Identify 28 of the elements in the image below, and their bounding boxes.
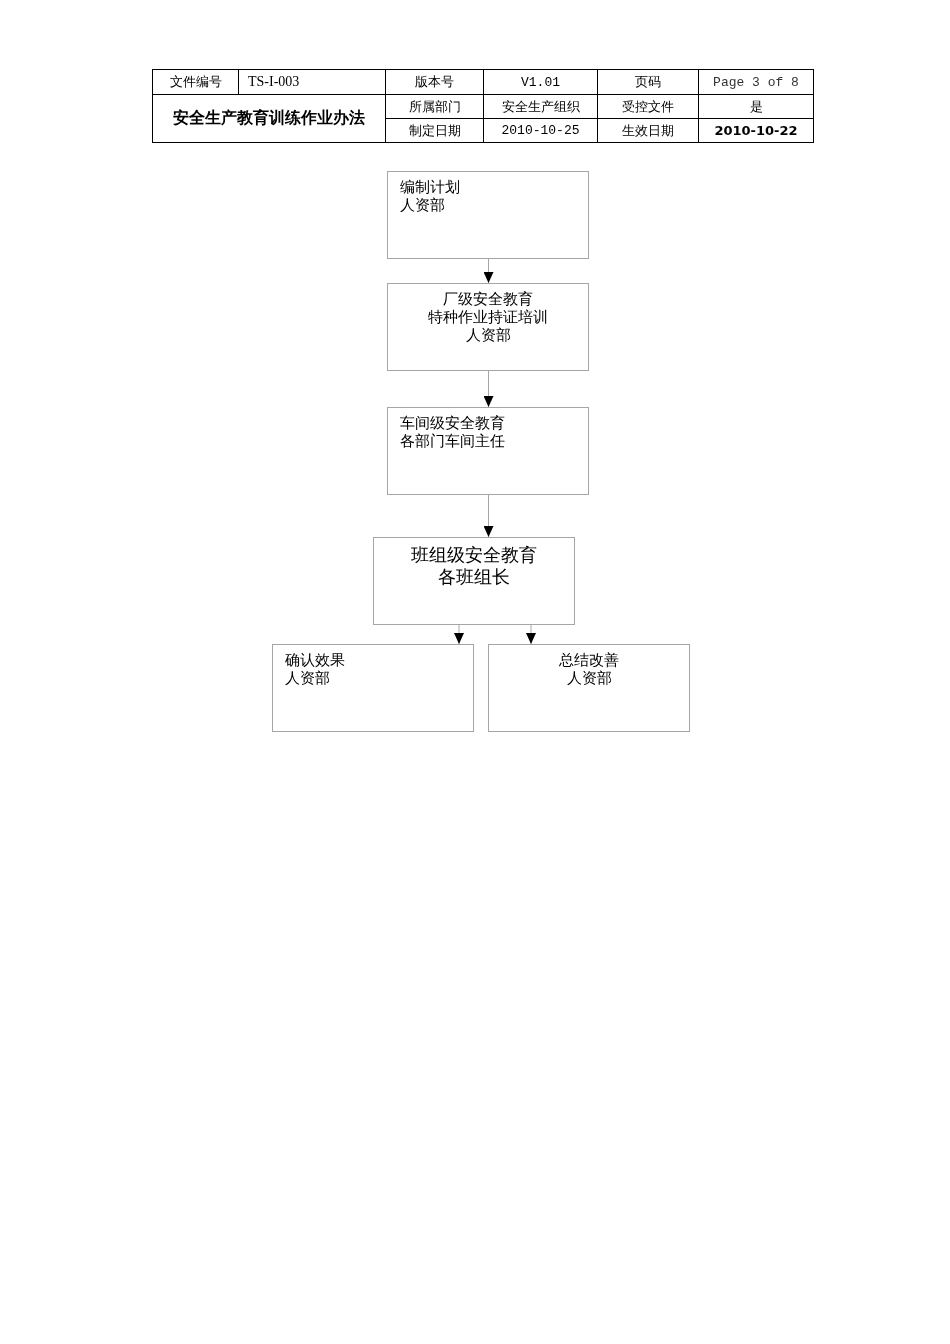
process-box xyxy=(387,171,589,259)
box-text: 厂级安全教育 xyxy=(443,290,533,308)
box-text: 人资部 xyxy=(465,326,511,344)
table-cell: Page 3 of 8 xyxy=(698,69,814,95)
box-text: 各部门车间主任 xyxy=(400,432,505,450)
arrow xyxy=(483,370,494,408)
box-text: 人资部 xyxy=(285,669,330,687)
box-text: 特种作业持证培训 xyxy=(428,308,548,326)
box-text: 班组级安全教育 xyxy=(411,544,537,566)
arrow xyxy=(526,624,536,645)
box-text: 确认效果 xyxy=(285,651,345,669)
box-text: 车间级安全教育 xyxy=(400,414,505,432)
process-box xyxy=(387,283,589,371)
arrow xyxy=(483,494,494,538)
box-text: 人资部 xyxy=(400,196,445,214)
arrow xyxy=(483,258,494,284)
process-box xyxy=(387,407,589,495)
box-text: 各班组长 xyxy=(438,566,510,588)
document-title: 安全生产教育训练作业办法 xyxy=(152,94,386,143)
box-text: 总结改善 xyxy=(559,651,619,669)
process-box xyxy=(488,644,690,732)
box-text: 编制计划 xyxy=(400,178,460,196)
arrow xyxy=(454,624,464,645)
process-box xyxy=(272,644,474,732)
box-text: 人资部 xyxy=(566,669,612,687)
process-box xyxy=(373,537,575,625)
table-cell: 文件编号 xyxy=(152,69,239,95)
table-cell: 2010-10-22 xyxy=(698,118,814,143)
